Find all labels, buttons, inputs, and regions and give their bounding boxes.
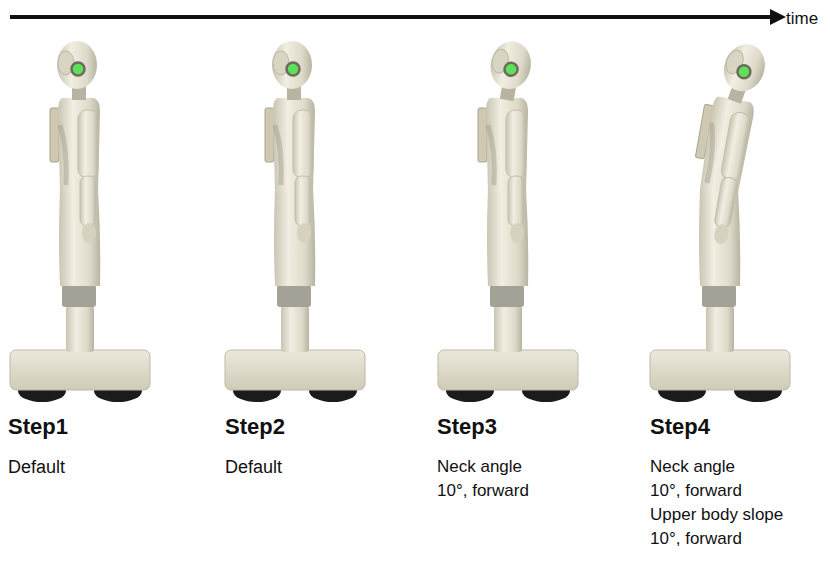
robot-step3: [438, 38, 578, 402]
time-arrowhead: [770, 9, 786, 25]
step-label: Step3: [437, 413, 557, 441]
robot-step1: [10, 41, 150, 402]
time-label: time: [786, 7, 830, 31]
step-description: Default: [8, 455, 148, 479]
step-description: Neck angle 10°, forward: [437, 455, 547, 503]
robot-step2: [225, 41, 365, 402]
step-label: Step4: [650, 413, 770, 441]
step-label: Step2: [225, 413, 345, 441]
step-description: Default: [225, 455, 365, 479]
time-axis: [10, 15, 772, 19]
step-label: Step1: [8, 413, 128, 441]
step-description: Upper body slope 10°, forward: [650, 503, 800, 551]
step-description: Neck angle 10°, forward: [650, 455, 760, 503]
robot-step4: [650, 35, 790, 402]
